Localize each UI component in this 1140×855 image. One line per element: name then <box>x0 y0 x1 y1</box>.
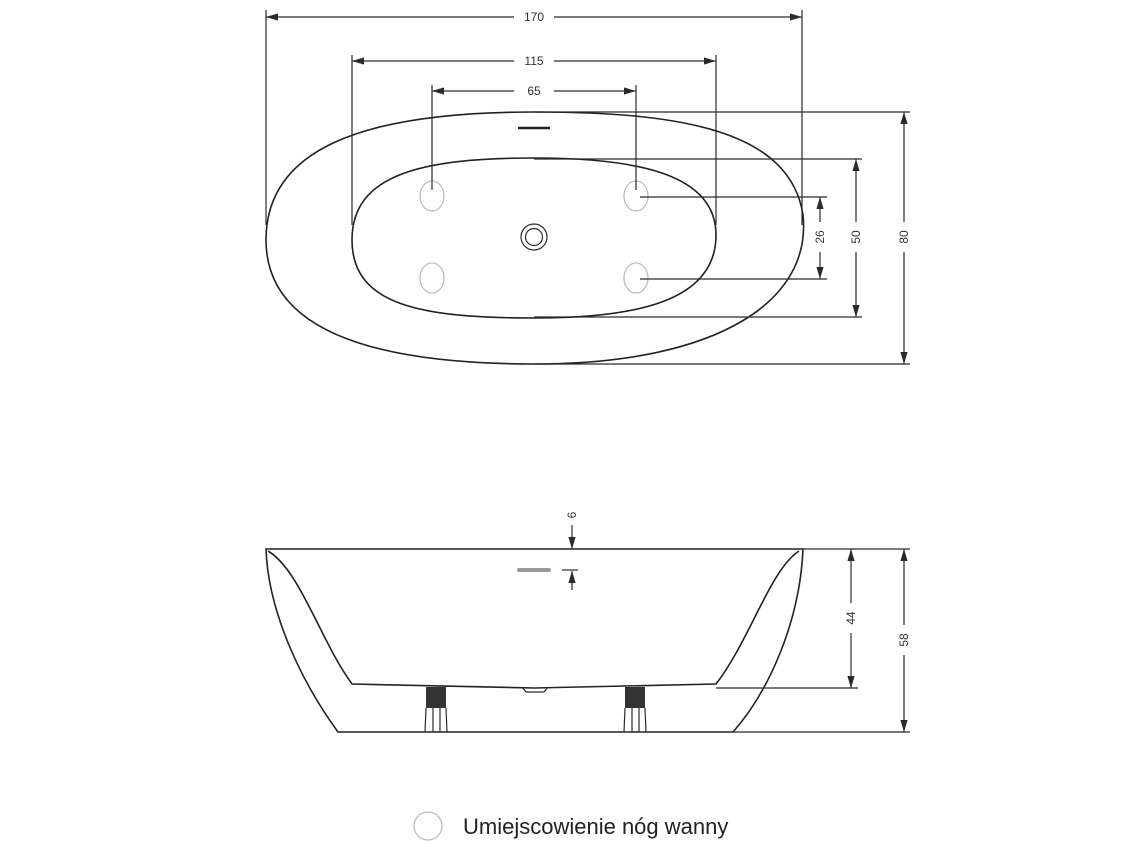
dim-overflow-offset: 6 <box>565 511 579 518</box>
leg <box>426 687 446 708</box>
dim-overall-width: 80 <box>897 230 911 244</box>
tub-outer <box>265 548 804 733</box>
dim-feet-spacing-width: 26 <box>813 230 827 244</box>
legend: Umiejscowienie nóg wanny <box>413 811 728 841</box>
drain-icon <box>520 223 548 251</box>
foot-marker <box>623 262 649 294</box>
drain-inner <box>524 227 544 247</box>
dim-basin-width: 50 <box>849 230 863 244</box>
outer-rim <box>265 111 805 365</box>
drain-bump <box>521 686 549 693</box>
foot-marker-legend-icon <box>413 811 443 841</box>
dim-overall-height: 58 <box>897 633 911 647</box>
dim-feet-spacing-length: 65 <box>527 84 541 98</box>
dim-overall-length: 170 <box>524 10 544 24</box>
legend-label: Umiejscowienie nóg wanny <box>463 814 728 839</box>
dim-inner-depth: 44 <box>844 611 858 625</box>
leg-lower <box>623 707 647 733</box>
tub-inner <box>267 550 800 689</box>
leg-lower <box>424 707 448 733</box>
inner-basin <box>351 157 717 319</box>
leg <box>625 687 645 708</box>
foot-marker <box>419 262 445 294</box>
top-view: 170 115 65 26 50 80 <box>265 10 911 365</box>
side-view: 6 44 58 <box>265 511 911 733</box>
dim-basin-length: 115 <box>524 54 543 68</box>
